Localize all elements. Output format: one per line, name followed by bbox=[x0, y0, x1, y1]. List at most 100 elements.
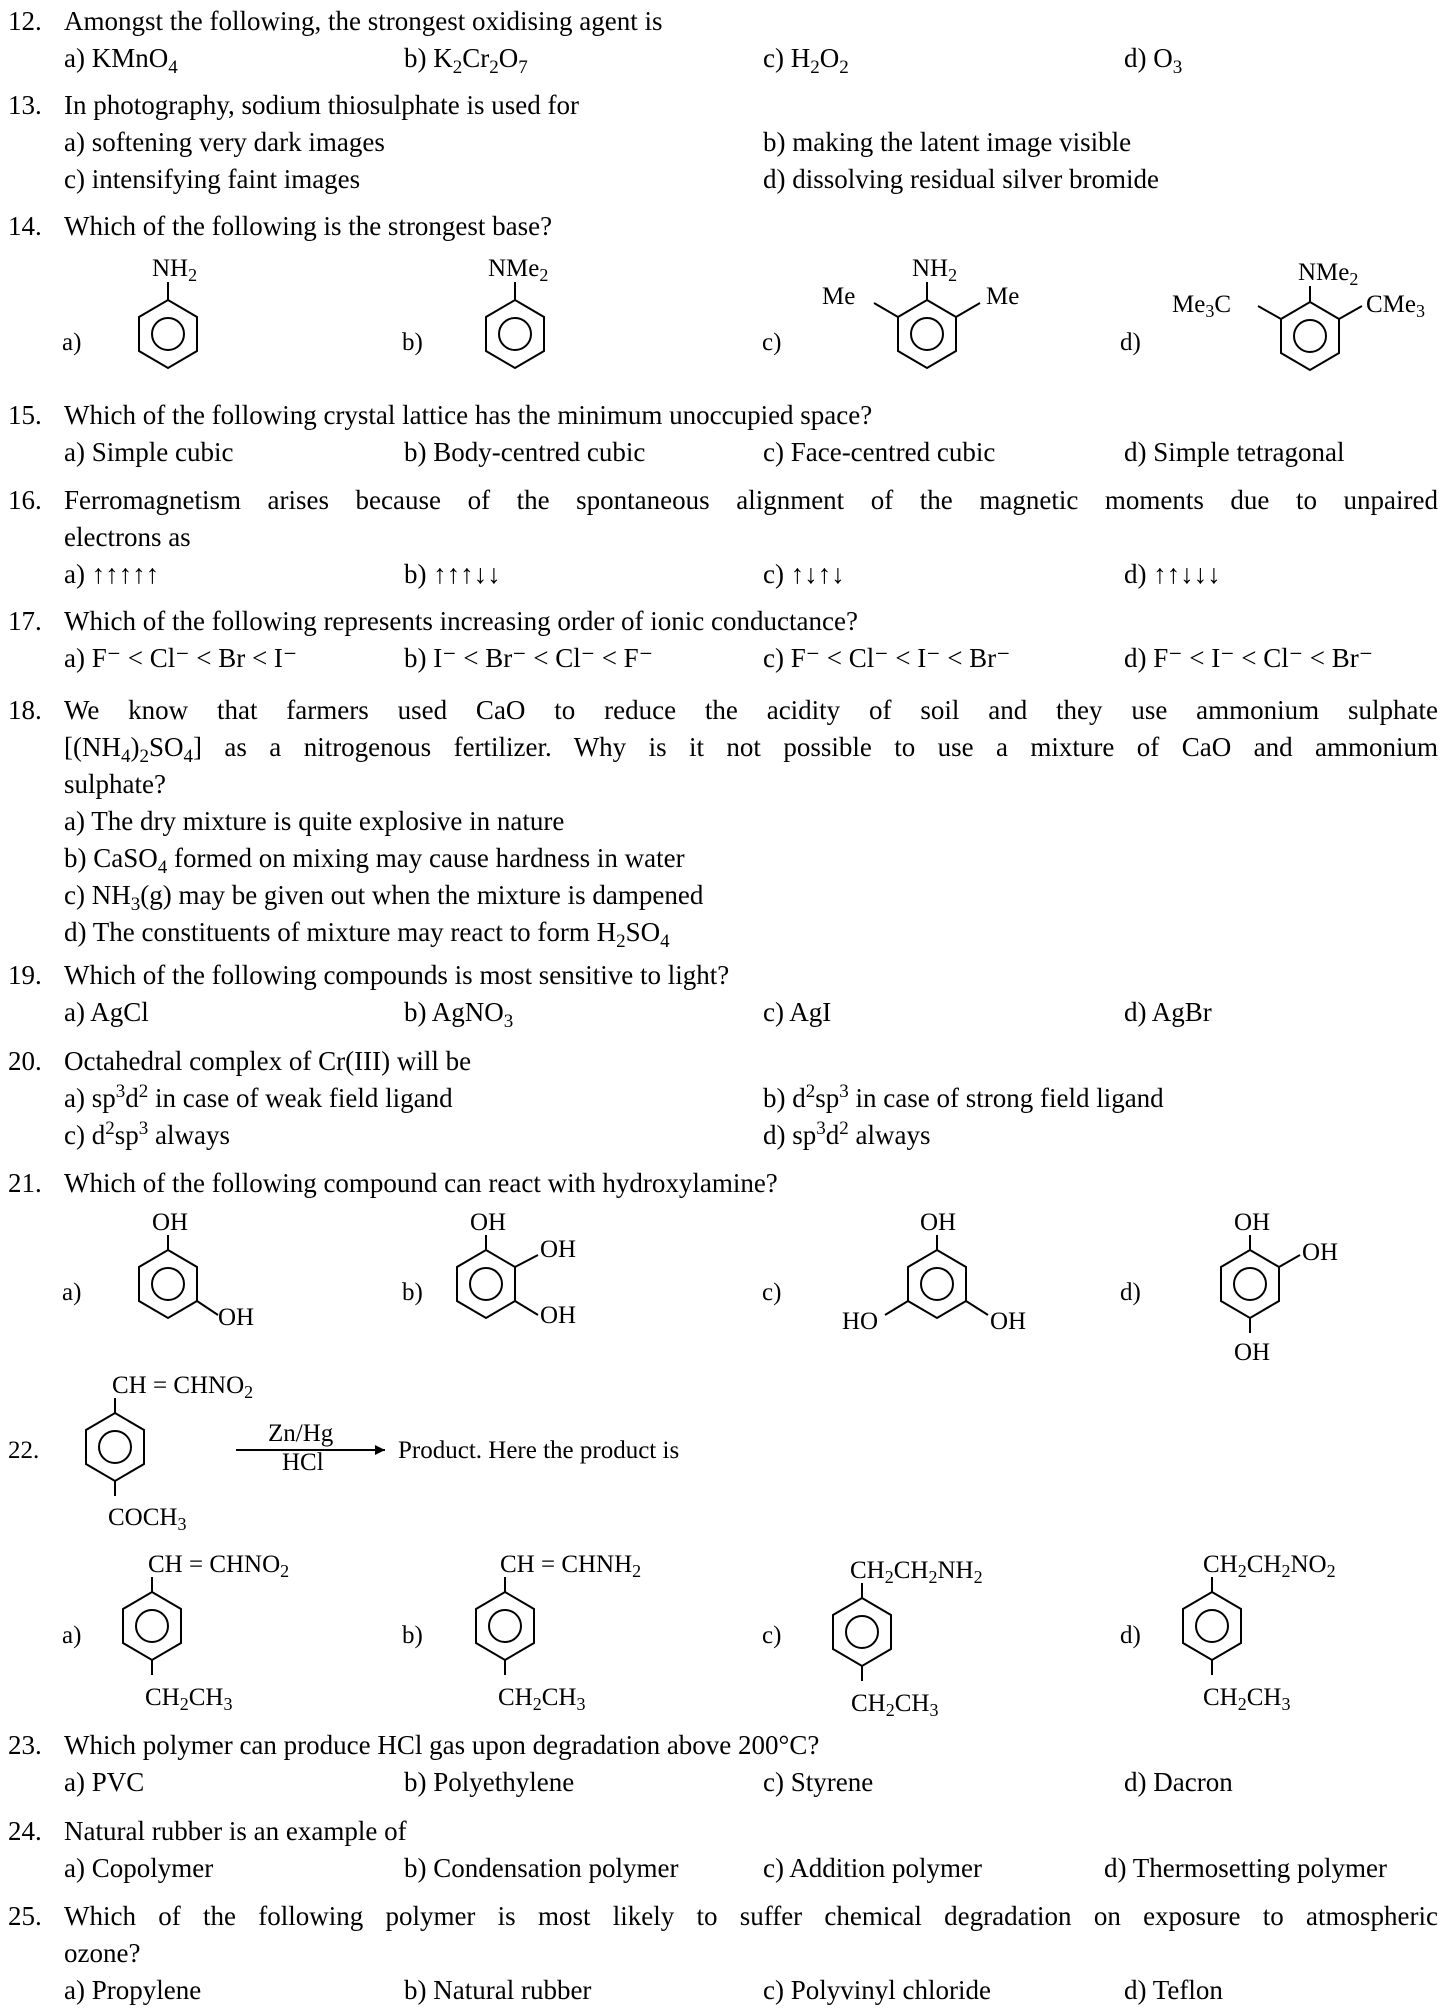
option-b[interactable]: b) I⁻ < Br⁻ < Cl⁻ < F⁻ bbox=[404, 643, 653, 673]
question-text: Which of the following compounds is most… bbox=[64, 960, 730, 990]
option-d[interactable]: d) Thermosetting polymer bbox=[1104, 1853, 1387, 1883]
option-a[interactable]: a) sp3d2 in case of weak field ligand bbox=[64, 1081, 453, 1113]
question-number: 13. bbox=[8, 90, 42, 120]
benzene-ring bbox=[138, 1248, 198, 1320]
substituent-oh: OH bbox=[1234, 1339, 1270, 1366]
option-d[interactable]: d) dissolving residual silver bromide bbox=[763, 164, 1159, 194]
option-label-a[interactable]: a) bbox=[62, 329, 81, 356]
option-d[interactable]: d) AgBr bbox=[1124, 997, 1212, 1027]
option-b[interactable]: b) ↑↑↑↓↓ bbox=[404, 559, 501, 589]
option-b[interactable]: b) Body-centred cubic bbox=[404, 437, 646, 467]
question-14: 14.Which of the following is the stronge… bbox=[8, 213, 1438, 250]
question-number: 22. bbox=[8, 1437, 39, 1464]
question-text: Product. Here the product is bbox=[398, 1437, 679, 1464]
substituent-cme3: CMe3 bbox=[1366, 291, 1425, 321]
option-a[interactable]: a) Simple cubic bbox=[64, 437, 234, 467]
option-c[interactable]: c) NH3(g) may be given out when the mixt… bbox=[64, 880, 704, 915]
option-b[interactable]: b) K2Cr2O7 bbox=[404, 43, 528, 78]
option-a[interactable]: a) AgCl bbox=[64, 997, 149, 1027]
option-b[interactable]: b) Natural rubber bbox=[404, 1975, 592, 2005]
benzene-ring bbox=[85, 1411, 145, 1483]
option-a[interactable]: a) PVC bbox=[64, 1767, 145, 1797]
option-d[interactable]: d) O3 bbox=[1124, 43, 1183, 78]
option-c[interactable]: c) F⁻ < Cl⁻ < I⁻ < Br⁻ bbox=[763, 643, 1011, 673]
aromatic-circle bbox=[498, 317, 532, 351]
substituent-me: Me bbox=[822, 283, 855, 310]
option-d[interactable]: d) Simple tetragonal bbox=[1124, 437, 1345, 467]
option-c[interactable]: c) Addition polymer bbox=[763, 1853, 982, 1883]
option-label-d[interactable]: d) bbox=[1120, 1279, 1141, 1306]
question-text: Which of the following compound can reac… bbox=[64, 1168, 778, 1198]
option-b[interactable]: b) CaSO4 formed on mixing may cause hard… bbox=[64, 843, 685, 878]
option-label-d[interactable]: d) bbox=[1120, 329, 1141, 356]
question-15: 15.Which of the following crystal lattic… bbox=[8, 402, 1438, 476]
option-d[interactable]: d) The constituents of mixture may react… bbox=[64, 917, 670, 952]
question-text: Octahedral complex of Cr(III) will be bbox=[64, 1046, 472, 1076]
option-a[interactable]: a) F⁻ < Cl⁻ < Br < I⁻ bbox=[64, 643, 298, 673]
bond bbox=[965, 1300, 989, 1316]
benzene-ring bbox=[138, 298, 198, 370]
benzene-ring bbox=[475, 1590, 535, 1662]
option-b[interactable]: b) Polyethylene bbox=[404, 1767, 575, 1797]
bond bbox=[1257, 305, 1282, 320]
aromatic-circle bbox=[135, 1609, 169, 1643]
option-c[interactable]: c) H2O2 bbox=[763, 43, 849, 78]
benzene-ring bbox=[907, 1248, 967, 1320]
option-c[interactable]: c) Styrene bbox=[763, 1767, 874, 1797]
option-b[interactable]: b) AgNO3 bbox=[404, 997, 514, 1032]
option-c[interactable]: c) Face-centred cubic bbox=[763, 437, 996, 467]
question-number: 16. bbox=[8, 485, 42, 515]
benzene-ring bbox=[456, 1248, 516, 1320]
option-b[interactable]: b) d2sp3 in case of strong field ligand bbox=[763, 1081, 1164, 1113]
question-text-continued: electrons as bbox=[64, 522, 191, 552]
option-a[interactable]: a) The dry mixture is quite explosive in… bbox=[64, 806, 565, 836]
option-a[interactable]: a) ↑↑↑↑↑ bbox=[64, 559, 160, 589]
option-d[interactable]: d) Teflon bbox=[1124, 1975, 1223, 2005]
option-label-b[interactable]: b) bbox=[402, 1279, 423, 1306]
option-b[interactable]: b) Condensation polymer bbox=[404, 1853, 679, 1883]
aromatic-circle bbox=[151, 1267, 185, 1301]
option-a[interactable]: a) softening very dark images bbox=[64, 127, 385, 157]
option-label-a[interactable]: a) bbox=[62, 1622, 81, 1649]
aromatic-circle bbox=[151, 317, 185, 351]
option-d[interactable]: d) sp3d2 always bbox=[763, 1118, 931, 1150]
option-c[interactable]: c) d2sp3 always bbox=[64, 1118, 230, 1150]
option-c[interactable]: c) AgI bbox=[763, 997, 832, 1027]
option-d[interactable]: d) F⁻ < I⁻ < Cl⁻ < Br⁻ bbox=[1124, 643, 1373, 673]
option-c[interactable]: c) ↑↓↑↓ bbox=[763, 559, 845, 589]
substituent-ethylamine: CH2CH2NH2 bbox=[850, 1557, 983, 1587]
question-24: 24.Natural rubber is an example of a) Co… bbox=[8, 1818, 1438, 1892]
option-c[interactable]: c) Polyvinyl chloride bbox=[763, 1975, 991, 2005]
option-a[interactable]: a) KMnO4 bbox=[64, 43, 178, 78]
question-number: 25. bbox=[8, 1901, 42, 1931]
question-17: 17.Which of the following represents inc… bbox=[8, 608, 1438, 682]
option-label-a[interactable]: a) bbox=[62, 1279, 81, 1306]
question-text: Which of the following is the strongest … bbox=[64, 211, 553, 241]
question-23: 23.Which polymer can produce HCl gas upo… bbox=[8, 1732, 1438, 1806]
bond bbox=[884, 1300, 909, 1316]
substituent-oh: OH bbox=[1234, 1209, 1270, 1236]
option-label-c[interactable]: c) bbox=[762, 1279, 781, 1306]
aromatic-circle bbox=[488, 1609, 522, 1643]
option-a[interactable]: a) Propylene bbox=[64, 1975, 202, 2005]
option-label-d[interactable]: d) bbox=[1120, 1622, 1141, 1649]
substituent-me: Me bbox=[986, 283, 1019, 310]
option-label-c[interactable]: c) bbox=[762, 1622, 781, 1649]
question-text: Which of the following represents increa… bbox=[64, 606, 858, 636]
option-a[interactable]: a) Copolymer bbox=[64, 1853, 214, 1883]
option-label-b[interactable]: b) bbox=[402, 329, 423, 356]
option-c[interactable]: c) intensifying faint images bbox=[64, 164, 361, 194]
option-d[interactable]: d) Dacron bbox=[1124, 1767, 1233, 1797]
aromatic-circle bbox=[920, 1267, 954, 1301]
option-label-c[interactable]: c) bbox=[762, 329, 781, 356]
option-label-b[interactable]: b) bbox=[402, 1622, 423, 1649]
substituent-oh: OH bbox=[540, 1302, 576, 1329]
aromatic-circle bbox=[98, 1430, 132, 1464]
benzene-ring bbox=[122, 1590, 182, 1662]
question-text: Which of the following polymer is most l… bbox=[64, 1901, 1438, 1931]
benzene-ring bbox=[485, 298, 545, 370]
option-d[interactable]: d) ↑↑↓↓↓ bbox=[1124, 559, 1221, 589]
option-b[interactable]: b) making the latent image visible bbox=[763, 127, 1132, 157]
question-text: In photography, sodium thiosulphate is u… bbox=[64, 90, 579, 120]
benzene-ring bbox=[1280, 300, 1340, 372]
